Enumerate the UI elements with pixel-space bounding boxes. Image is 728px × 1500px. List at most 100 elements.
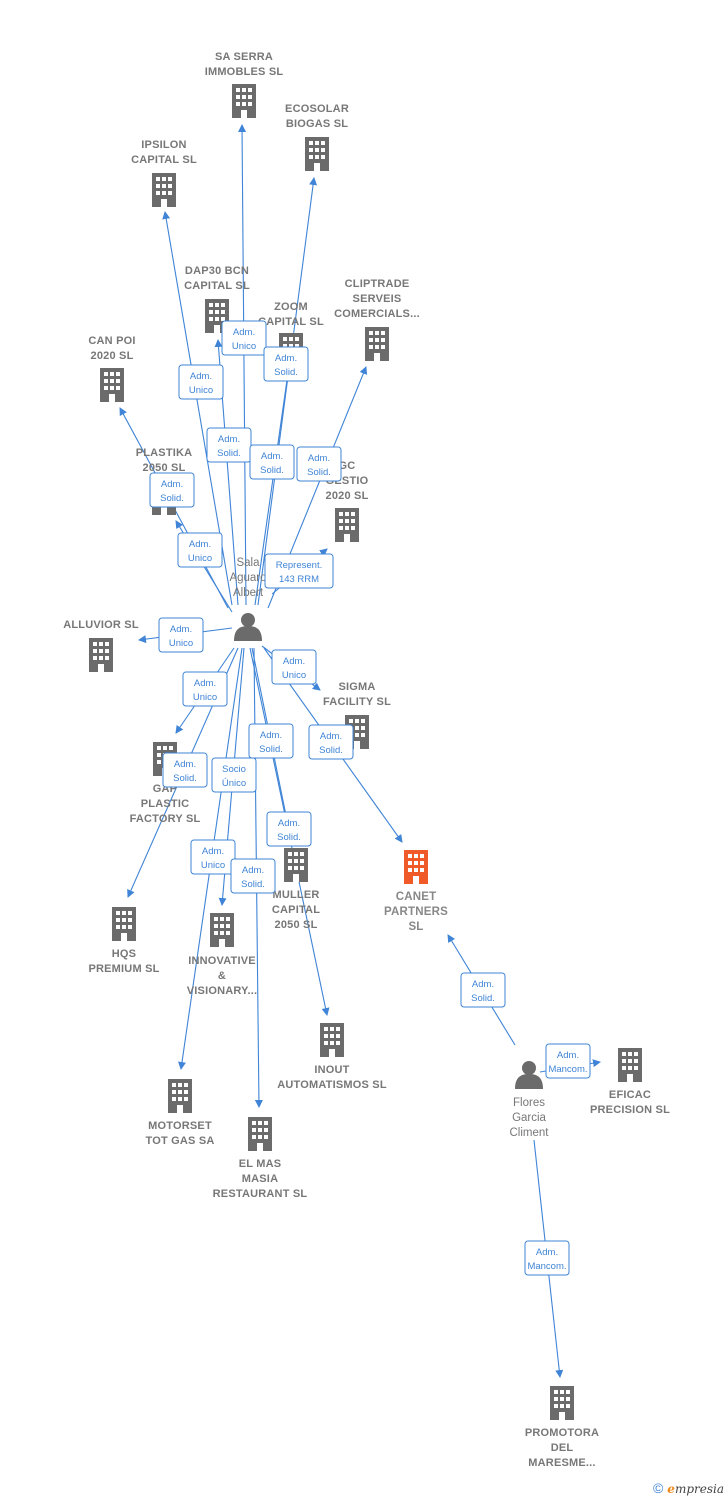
role-badge-ecosolar[interactable]: Adm.Solid. xyxy=(249,444,295,480)
badge-text: Solid. xyxy=(173,773,197,784)
brand-logo[interactable]: empresia xyxy=(667,1482,724,1496)
role-badge-gap[interactable]: Adm.Unico xyxy=(182,671,228,707)
badge-box xyxy=(271,649,317,685)
company-label: TOT GAS SA xyxy=(145,1135,214,1147)
building-icon xyxy=(152,173,176,207)
badge-box xyxy=(190,839,236,875)
badge-box xyxy=(178,364,224,400)
company-label: 2050 SL xyxy=(275,919,318,931)
badge-text: Adm. xyxy=(194,678,216,689)
building-icon xyxy=(618,1048,642,1082)
role-badge-zoom[interactable]: Adm.Solid. xyxy=(263,346,309,382)
role-badge-ipsilon[interactable]: Adm.Unico xyxy=(178,364,224,400)
badge-text: Adm. xyxy=(174,759,196,770)
company-label: MARESME... xyxy=(528,1457,595,1469)
company-label: DEL xyxy=(551,1442,574,1454)
role-badge-sigma[interactable]: Adm.Unico xyxy=(271,649,317,685)
role-badge-cliptrade[interactable]: Adm.Solid. xyxy=(296,446,342,482)
company-label: CAPITAL SL xyxy=(258,316,324,328)
company-label: RESTAURANT SL xyxy=(213,1188,308,1200)
role-badge-canet[interactable]: Adm.Solid. xyxy=(308,724,354,760)
role-badge-eficac[interactable]: Adm.Mancom. xyxy=(545,1043,591,1079)
badge-box xyxy=(263,346,309,382)
company-label: 2050 SL xyxy=(143,462,186,474)
company-node-innovative[interactable]: INNOVATIVE&VISIONARY... xyxy=(187,913,257,997)
badge-text: Adm. xyxy=(472,979,494,990)
company-node-motorset[interactable]: MOTORSET TOT GAS SA xyxy=(145,1079,214,1147)
role-badge-gc[interactable]: Represent.143 RRM xyxy=(264,553,334,589)
company-label: MULLER xyxy=(272,889,319,901)
role-badge-muller[interactable]: Adm.Solid. xyxy=(248,723,294,759)
company-label: DAP30 BCN xyxy=(185,265,249,277)
role-badge-el-mas[interactable]: Adm.Solid. xyxy=(230,858,276,894)
person-label: Flores xyxy=(513,1097,545,1109)
badge-text: Adm. xyxy=(233,327,255,338)
building-icon xyxy=(404,850,428,884)
role-badge-dap30[interactable]: Adm.Unico xyxy=(221,320,267,356)
company-label: SA SERRA xyxy=(215,51,273,63)
company-label: MOTORSET xyxy=(148,1120,212,1132)
badge-text: Adm. xyxy=(170,624,192,635)
badge-box xyxy=(177,532,223,568)
building-icon xyxy=(232,84,256,118)
company-label: CAPITAL SL xyxy=(184,280,250,292)
badge-text: Adm. xyxy=(202,846,224,857)
role-badge-hqs[interactable]: Adm. Solid. xyxy=(162,752,208,788)
building-icon xyxy=(335,508,359,542)
badge-text: Adm. xyxy=(242,865,264,876)
company-label: IPSILON xyxy=(141,139,186,151)
badge-text: Adm. xyxy=(308,453,330,464)
company-label: COMERCIALS... xyxy=(334,308,420,320)
company-node-dap30[interactable]: DAP30 BCN CAPITAL SL xyxy=(184,265,250,333)
role-badge-plastika[interactable]: Adm.Unico xyxy=(177,532,223,568)
role-badge-inout[interactable]: Adm.Solid. xyxy=(266,811,312,847)
badge-text: Solid. xyxy=(274,367,298,378)
company-label: ZOOM xyxy=(274,301,308,313)
badge-text: Solid. xyxy=(160,493,184,504)
person-label: Climent xyxy=(510,1127,550,1139)
building-icon xyxy=(305,137,329,171)
company-label: SIGMA xyxy=(338,681,375,693)
badge-box xyxy=(248,723,294,759)
role-badge-promotora[interactable]: Adm.Mancom. xyxy=(524,1240,570,1276)
company-node-cliptrade[interactable]: CLIPTRADESERVEISCOMERCIALS... xyxy=(334,278,420,361)
company-node-zoom[interactable]: ZOOM CAPITAL SL xyxy=(258,301,324,367)
edge-sala-ecosolar xyxy=(257,177,318,606)
badge-box xyxy=(460,972,506,1008)
building-icon xyxy=(365,327,389,361)
role-badge-alluvior[interactable]: Adm. Unico xyxy=(158,617,204,653)
company-label: PREMIUM SL xyxy=(88,963,159,975)
role-badge-can-poi[interactable]: Adm.Solid. xyxy=(149,472,195,508)
company-label: MASIA xyxy=(242,1173,278,1185)
role-badge-sa-serra[interactable]: Adm.Solid. xyxy=(206,427,252,463)
company-node-promotora[interactable]: PROMOTORADELMARESME... xyxy=(525,1386,599,1469)
badge-text: Unico xyxy=(189,385,213,396)
footer-credit: ©empresia xyxy=(653,1480,724,1496)
role-badge-flores-canet[interactable]: Adm.Solid. xyxy=(460,972,506,1008)
edge-sala-zoom xyxy=(254,372,291,606)
person-icon xyxy=(234,613,262,641)
company-node-alluvior[interactable]: ALLUVIOR SL xyxy=(63,619,139,672)
badge-text: Unico xyxy=(169,638,193,649)
building-icon xyxy=(100,368,124,402)
role-badge-motorset[interactable]: Adm.Unico xyxy=(190,839,236,875)
company-label: PARTNERS xyxy=(384,906,448,918)
